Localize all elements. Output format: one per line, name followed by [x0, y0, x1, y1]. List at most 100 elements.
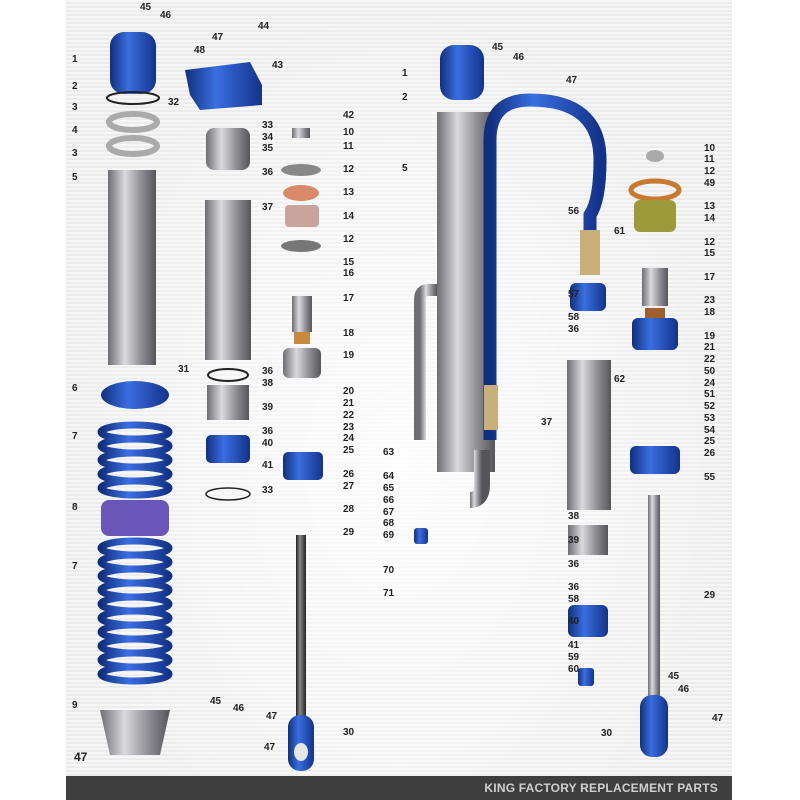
piston [632, 318, 678, 350]
seal-head [283, 452, 323, 480]
part-label: 9 [72, 700, 78, 711]
page-number: 47 [74, 750, 88, 764]
seal-head [630, 446, 680, 474]
part-label: 64 [383, 471, 395, 482]
spring-lower [97, 537, 173, 685]
seal-ring [106, 91, 160, 105]
part-label: 26 [343, 469, 355, 480]
part-label: 33 [262, 120, 274, 131]
part-label: 66 [383, 495, 395, 506]
part-label: 26 [704, 448, 716, 459]
part-label: 27 [343, 481, 355, 492]
top-cap [440, 45, 484, 100]
part-label: 40 [262, 438, 274, 449]
bearing-ring [106, 111, 160, 133]
part-label: 32 [168, 97, 180, 108]
part-label: 36 [568, 559, 580, 570]
part-label: 10 [704, 143, 716, 154]
part-label: 20 [343, 386, 355, 397]
part-label: 33 [262, 485, 274, 496]
part-label: 65 [383, 483, 395, 494]
spring-spacer [101, 500, 169, 536]
part-label: 25 [704, 436, 716, 447]
part-label: 42 [343, 110, 355, 121]
shock-body [108, 170, 156, 365]
part-label: 46 [160, 10, 172, 21]
part-label: 52 [704, 401, 716, 412]
part-label: 34 [262, 132, 274, 143]
reservoir-end-cap [568, 605, 608, 637]
reservoir-cap [206, 435, 250, 463]
mount-bracket [185, 62, 262, 110]
shaft [648, 495, 660, 700]
part-label: 11 [704, 154, 715, 165]
right-piston-stack [628, 150, 682, 757]
part-label: 45 [668, 671, 680, 682]
spring-collar [101, 381, 169, 409]
part-label: 47 [566, 75, 578, 86]
part-label: 40 [568, 616, 580, 627]
part-label: 46 [678, 684, 690, 695]
part-label: 68 [383, 518, 395, 529]
part-label: 69 [383, 530, 395, 541]
part-label: 45 [140, 2, 152, 13]
remote-reservoir [567, 360, 611, 510]
part-label: 41 [568, 640, 580, 651]
spring-upper [97, 421, 173, 499]
left-shock-assembly [97, 32, 262, 755]
part-label: 38 [568, 511, 580, 522]
part-label: 47 [266, 711, 278, 722]
part-label: 53 [704, 413, 716, 424]
part-label: 29 [343, 527, 355, 538]
shaft-eye [640, 695, 668, 757]
part-label: 36 [262, 426, 274, 437]
part-label: 36 [262, 167, 274, 178]
part-label: 19 [704, 331, 716, 342]
part-label: 23 [704, 295, 716, 306]
part-label: 5 [72, 172, 78, 183]
part-label: 56 [568, 206, 580, 217]
part-label: 45 [210, 696, 222, 707]
part-label: 30 [601, 728, 613, 739]
part-label: 7 [72, 431, 78, 442]
part-label: 23 [343, 422, 355, 433]
bearing-ring [106, 135, 160, 157]
part-label: 41 [262, 460, 274, 471]
part-label: 7 [72, 561, 78, 572]
part-label: 38 [262, 378, 274, 389]
part-label: 70 [383, 565, 395, 576]
part-label: 15 [343, 257, 355, 268]
part-label: 13 [704, 201, 716, 212]
part-label: 51 [704, 389, 716, 400]
diagram-panel [66, 0, 732, 776]
part-label: 63 [383, 447, 395, 458]
part-label: 25 [343, 445, 355, 456]
part-label: 2 [402, 92, 408, 103]
part-label: 46 [513, 52, 525, 63]
part-label: 60 [568, 664, 580, 675]
reservoir-assembly [205, 128, 251, 501]
part-label: 59 [568, 652, 580, 663]
part-label: 5 [402, 163, 408, 174]
part-label: 35 [262, 143, 274, 154]
part-label: 36 [568, 324, 580, 335]
part-label: 18 [343, 328, 355, 339]
part-label: 58 [568, 594, 580, 605]
part-label: 47 [212, 32, 224, 43]
part-label: 46 [233, 703, 245, 714]
part-label: 37 [541, 417, 553, 428]
part-label: 24 [704, 378, 716, 389]
part-label: 49 [704, 178, 716, 189]
part-label: 37 [262, 202, 274, 213]
part-label: 55 [704, 472, 716, 483]
part-label: 4 [72, 125, 78, 136]
footer-bar: KING FACTORY REPLACEMENT PARTS [66, 776, 732, 800]
part-label: 1 [72, 54, 78, 65]
part-label: 13 [343, 187, 355, 198]
part-label: 50 [704, 366, 716, 377]
part-label: 39 [568, 535, 580, 546]
spring-seat-cup [100, 710, 170, 755]
part-label: 22 [343, 410, 355, 421]
part-label: 28 [343, 504, 355, 515]
